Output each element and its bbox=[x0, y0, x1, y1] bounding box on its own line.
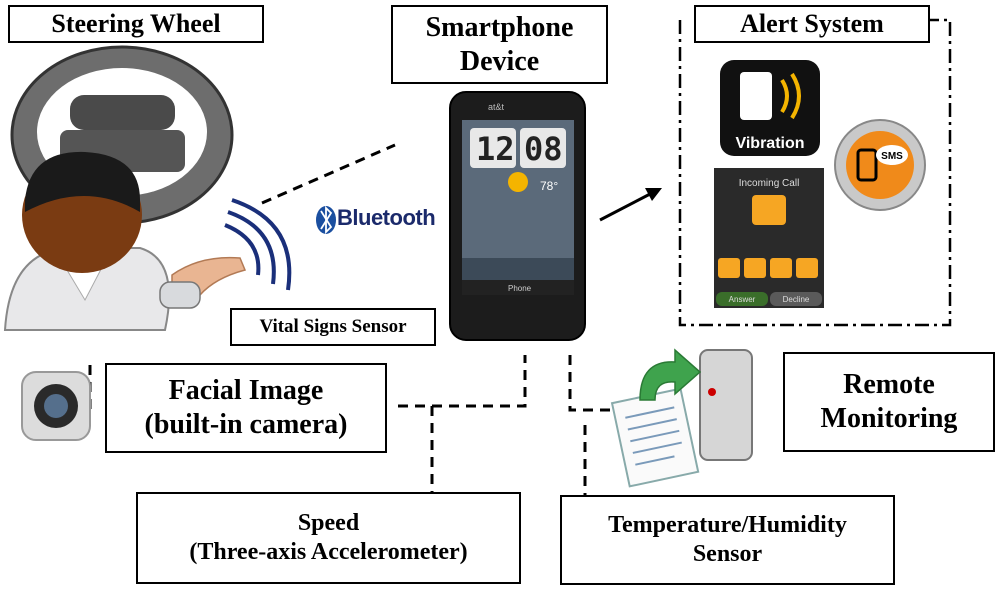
alert-arrow-line bbox=[599, 191, 653, 222]
phone-temperature: 78° bbox=[540, 179, 558, 193]
facial-image-label-line2: (built-in camera) bbox=[144, 409, 348, 440]
driver-person-icon bbox=[3, 151, 171, 331]
remote-monitoring-label-line2: Monitoring bbox=[820, 403, 958, 434]
incoming-call-label: Incoming Call bbox=[739, 178, 800, 189]
smartphone-icon bbox=[449, 91, 586, 341]
facial-image-label-line1: Facial Image bbox=[168, 375, 324, 407]
remote-link-line bbox=[568, 355, 635, 412]
camera-icon bbox=[21, 371, 91, 441]
smartphone-label-line1: Smartphone bbox=[425, 11, 574, 43]
vital-sign-hand-icon bbox=[159, 256, 247, 309]
vital-signs-label: Vital Signs Sensor bbox=[259, 315, 407, 337]
remote-monitoring-label-box: Remote Monitoring bbox=[783, 352, 995, 452]
alert-system-label-box: Alert System bbox=[694, 5, 930, 43]
vital-signs-label-box: Vital Signs Sensor bbox=[230, 308, 436, 346]
bluetooth-link-line bbox=[261, 143, 396, 205]
smartphone-label-box: Smartphone Device bbox=[391, 5, 608, 84]
bluetooth-icon bbox=[316, 205, 336, 235]
decline-label: Decline bbox=[783, 295, 810, 304]
alert-system-label: Alert System bbox=[740, 9, 884, 39]
speed-label-line2: (Three-axis Accelerometer) bbox=[189, 539, 468, 565]
remote-monitoring-label-line1: Remote bbox=[843, 369, 935, 401]
alert-system-border bbox=[678, 18, 952, 327]
sms-icon bbox=[834, 119, 926, 211]
camera-phone-link bbox=[398, 355, 527, 408]
temperature-label-box: Temperature/Humidity Sensor bbox=[560, 495, 895, 585]
speed-label-box: Speed (Three-axis Accelerometer) bbox=[136, 492, 521, 584]
wireless-waves-icon bbox=[224, 198, 292, 291]
sms-label: SMS bbox=[881, 151, 903, 162]
phone-clock-minutes: 08 bbox=[524, 130, 563, 168]
temperature-label-line2: Sensor bbox=[692, 541, 763, 567]
speed-label-line1: Speed bbox=[297, 510, 360, 537]
phone-carrier: at&t bbox=[488, 102, 505, 112]
phone-clock-hours: 12 bbox=[476, 130, 515, 168]
incoming-call-screen bbox=[714, 168, 824, 308]
vibration-label: Vibration bbox=[735, 135, 804, 152]
remote-monitoring-icon bbox=[610, 348, 753, 488]
vibration-icon bbox=[720, 60, 820, 156]
alert-arrow-head bbox=[645, 188, 662, 201]
answer-label: Answer bbox=[729, 295, 756, 304]
phone-soft-key: Phone bbox=[508, 284, 532, 293]
facial-image-label-box: Facial Image (built-in camera) bbox=[105, 363, 387, 453]
steering-wheel-label-box: Steering Wheel bbox=[8, 5, 264, 43]
smartphone-label-line2: Device bbox=[459, 45, 540, 77]
temperature-label-line1: Temperature/Humidity bbox=[608, 512, 847, 539]
steering-wheel-label: Steering Wheel bbox=[51, 9, 221, 39]
bluetooth-label: Bluetooth bbox=[337, 205, 436, 230]
